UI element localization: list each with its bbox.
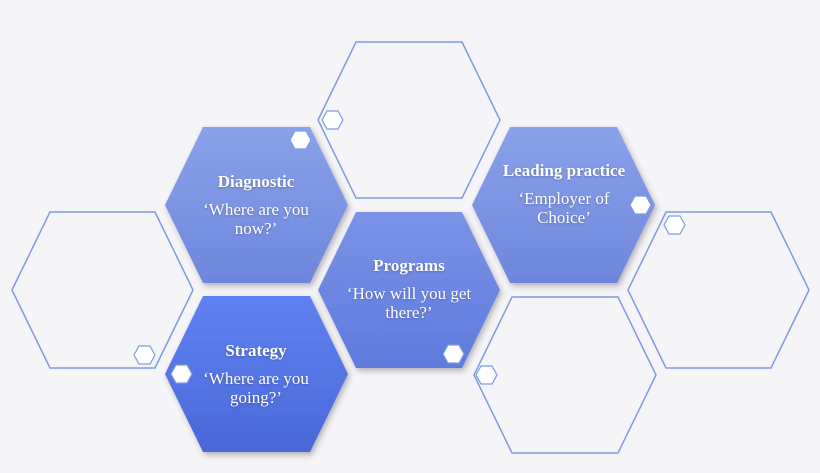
small-hexagon-marker: [133, 345, 156, 365]
small-hexagon-marker: [289, 130, 312, 150]
programs-subtitle: ‘How will you get there?’: [346, 283, 472, 323]
hexagon-leading-practice: [472, 127, 655, 283]
diagnostic-title: Diagnostic: [217, 172, 295, 191]
small-hexagon-marker: [321, 110, 344, 130]
hexagon-strategy: [165, 296, 348, 452]
strategy-title: Strategy: [225, 341, 287, 360]
programs-title: Programs: [373, 256, 445, 275]
small-hexagon-marker: [475, 365, 498, 385]
small-hexagon-marker: [629, 195, 652, 215]
diagnostic-label: Diagnostic ‘Where are you now?’: [186, 172, 326, 239]
leading-practice-subtitle: ‘Employer of Choice’: [518, 188, 610, 228]
strategy-label: Strategy ‘Where are you going?’: [186, 341, 326, 408]
outline-hexagon-top: [317, 41, 501, 199]
small-hexagon-marker: [170, 364, 193, 384]
hexagon-programs: [318, 212, 500, 368]
strategy-subtitle: ‘Where are you going?’: [203, 368, 309, 408]
small-hexagon-marker: [442, 344, 465, 364]
programs-label: Programs ‘How will you get there?’: [339, 256, 479, 323]
leading-practice-label: Leading practice ‘Employer of Choice’: [494, 161, 634, 228]
outline-hexagon-bottom-right: [473, 296, 657, 454]
outline-hexagon-left: [11, 211, 194, 369]
hexagon-diagnostic: [165, 127, 348, 283]
outline-hexagon-right: [627, 211, 810, 369]
small-hexagon-marker: [663, 215, 686, 235]
leading-practice-title: Leading practice: [502, 161, 626, 180]
diagnostic-subtitle: ‘Where are you now?’: [203, 199, 309, 239]
